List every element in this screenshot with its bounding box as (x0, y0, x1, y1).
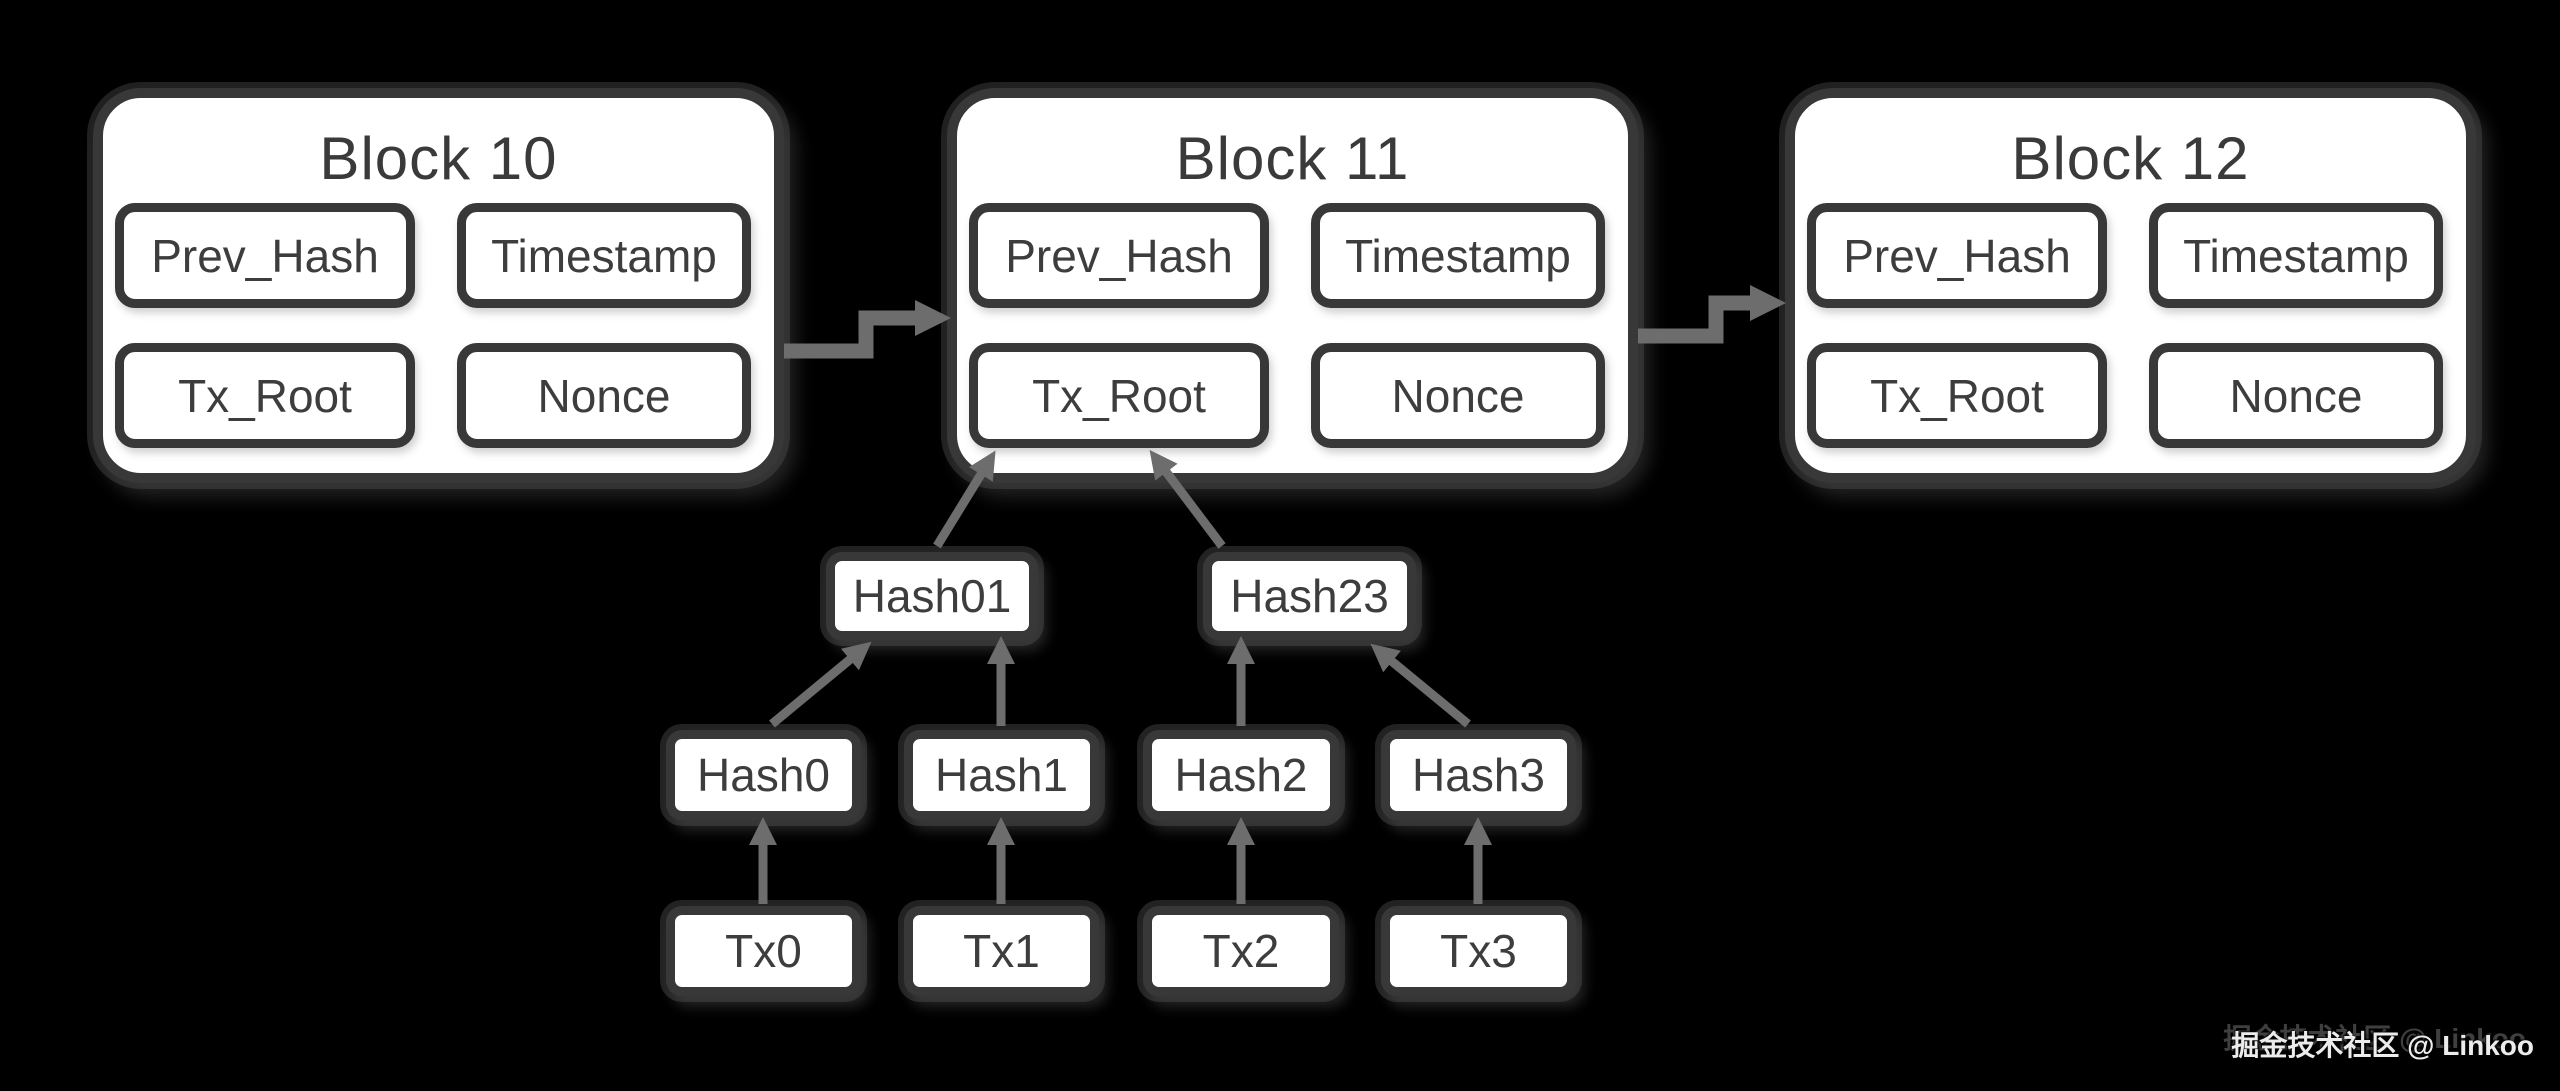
merkle-node-tx2: Tx2 (1143, 906, 1339, 996)
merkle-node-tx0: Tx0 (666, 906, 861, 996)
block-10-timestamp-box: Timestamp (457, 203, 751, 308)
block-12-tx-root-box: Tx_Root (1807, 343, 2107, 448)
arrow-block10-to-block11 (784, 300, 951, 359)
arrow-hash3-to-hash23 (1370, 643, 1471, 728)
merkle-node-tx3: Tx3 (1381, 906, 1576, 996)
watermark-ghost-text: 掘金技术社区 @ Linkoo (2223, 1023, 2526, 1054)
block-12-prev-hash-box: Prev_Hash (1807, 203, 2107, 308)
block-12-nonce-box: Nonce (2149, 343, 2443, 448)
block-12-timestamp-box: Timestamp (2149, 203, 2443, 308)
arrow-hash0-to-hash01 (769, 641, 872, 728)
block-10-tx-root-box: Tx_Root (115, 343, 415, 448)
merkle-node-hash3: Hash3 (1381, 730, 1576, 820)
merkle-node-hash01: Hash01 (826, 552, 1038, 640)
block-10-title: Block 10 (319, 125, 558, 192)
merkle-node-hash23: Hash23 (1203, 552, 1416, 640)
block-11-timestamp-box: Timestamp (1311, 203, 1605, 308)
block-10-nonce-box: Nonce (457, 343, 751, 448)
block-12-title: Block 12 (2011, 125, 2250, 192)
watermark-text: 掘金技术社区 @ Linkoo (2231, 1030, 2534, 1061)
block-12-card: Block 12 Prev_Hash Timestamp Tx_Root Non… (1785, 88, 2476, 483)
block-10-prev-hash-box: Prev_Hash (115, 203, 415, 308)
block-10-card: Block 10 Prev_Hash Timestamp Tx_Root Non… (93, 88, 784, 483)
block-11-prev-hash-box: Prev_Hash (969, 203, 1269, 308)
merkle-node-hash2: Hash2 (1143, 730, 1339, 820)
arrow-hash01-to-txroot (933, 450, 996, 549)
merkle-node-hash0: Hash0 (666, 730, 861, 820)
block-11-tx-root-box: Tx_Root (969, 343, 1269, 448)
arrow-block11-to-block12 (1638, 285, 1786, 344)
merkle-node-tx1: Tx1 (904, 906, 1099, 996)
block-11-nonce-box: Nonce (1311, 343, 1605, 448)
watermark: 掘金技术社区 @ Linkoo 掘金技术社区 @ Linkoo (2223, 1023, 2534, 1064)
block-11-title: Block 11 (1175, 125, 1410, 192)
merkle-node-hash1: Hash1 (904, 730, 1099, 820)
block-11-card: Block 11 Prev_Hash Timestamp Tx_Root Non… (947, 88, 1638, 483)
